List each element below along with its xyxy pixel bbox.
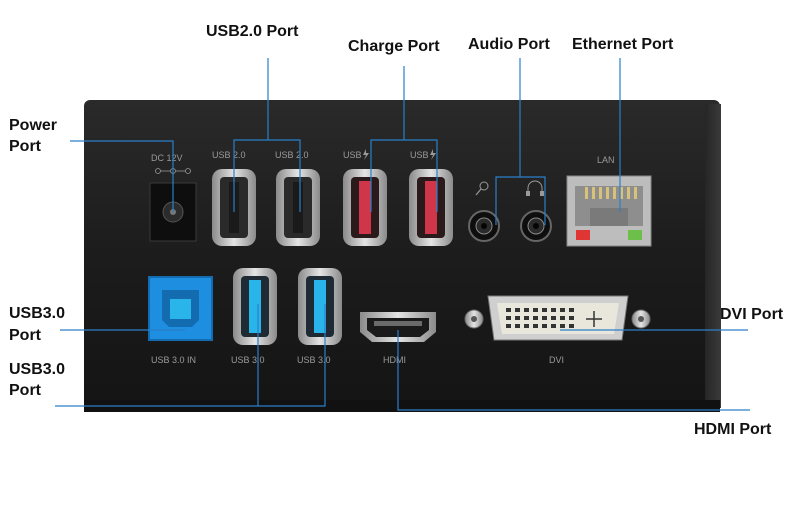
hdmi-callout: HDMI Port <box>694 421 772 438</box>
dc-label: DC 12V <box>151 153 183 163</box>
dvi-pin <box>551 308 556 312</box>
dvi-pin <box>506 324 511 328</box>
dvi-pin <box>560 324 565 328</box>
usb30-port-right <box>298 268 342 345</box>
dvi-pin <box>551 324 556 328</box>
dvi-pin <box>515 324 520 328</box>
usb30-right-label: USB 3.0 <box>297 355 331 365</box>
audio-bracket <box>495 176 546 225</box>
dvi-pin <box>506 308 511 312</box>
dvi-pin <box>524 324 529 328</box>
dvi-pin <box>506 316 511 320</box>
mic-jack <box>468 210 500 242</box>
dvi-port <box>464 295 651 341</box>
power-leader <box>70 140 174 212</box>
dvi-pin <box>515 316 520 320</box>
lightning-icon <box>363 149 369 160</box>
dvi-callout: DVI Port <box>720 306 784 323</box>
charge-bracket <box>370 139 438 212</box>
microphone-icon <box>475 181 489 196</box>
power-callout-line1: Power <box>9 117 58 134</box>
charge-callout: Charge Port <box>348 38 440 55</box>
usb30-left-label: USB 3.0 <box>231 355 265 365</box>
usb3b-leader <box>55 304 326 407</box>
dvi-pin <box>551 316 556 320</box>
usb3b-callout-line1: USB3.0 <box>9 361 66 378</box>
dvi-pin <box>524 308 529 312</box>
lan-label: LAN <box>597 155 615 165</box>
dvi-pin <box>542 324 547 328</box>
device-body <box>84 100 721 412</box>
dvi-pin <box>560 308 565 312</box>
power-callout-line2: Port <box>9 138 41 155</box>
usb3a-callout-line2: Port <box>9 327 41 344</box>
charge-port-right <box>409 169 453 246</box>
usb20-port-right <box>276 169 320 246</box>
charge-port-left <box>343 169 387 246</box>
usb2-bracket <box>233 139 301 212</box>
lightning-icon <box>430 149 436 160</box>
callout-lines <box>55 58 750 411</box>
headphones-icon <box>526 180 544 196</box>
hdmi-leader <box>397 330 750 411</box>
usb20-right-label: USB 2.0 <box>275 150 309 160</box>
lan-port <box>566 175 652 247</box>
dvi-pin <box>542 308 547 312</box>
ethernet-callout: Ethernet Port <box>572 36 674 53</box>
dvi-pin <box>533 316 538 320</box>
usb20-left-label: USB 2.0 <box>212 150 246 160</box>
dvi-pin <box>569 324 574 328</box>
usb-charge-right-label: USB <box>410 150 429 160</box>
dvi-pin <box>542 316 547 320</box>
usb2-callout: USB2.0 Port <box>206 23 299 40</box>
usb3a-callout-line1: USB3.0 <box>9 305 66 322</box>
usb30-port-left <box>233 268 277 345</box>
headphone-jack <box>520 210 552 242</box>
dvi-panel-label: DVI <box>549 355 564 365</box>
dvi-pin <box>524 316 529 320</box>
audio-callout: Audio Port <box>468 36 550 53</box>
dvi-pin <box>515 308 520 312</box>
hdmi-port <box>360 312 436 342</box>
hdmi-panel-label: HDMI <box>383 355 406 365</box>
dvi-pin <box>533 308 538 312</box>
dvi-pin <box>560 316 565 320</box>
dvi-pin <box>569 316 574 320</box>
usb-charge-left-label: USB <box>343 150 362 160</box>
usb30-in-label: USB 3.0 IN <box>151 355 196 365</box>
dvi-pin <box>533 324 538 328</box>
dvi-pin <box>569 308 574 312</box>
usb3b-callout-line2: Port <box>9 382 41 399</box>
